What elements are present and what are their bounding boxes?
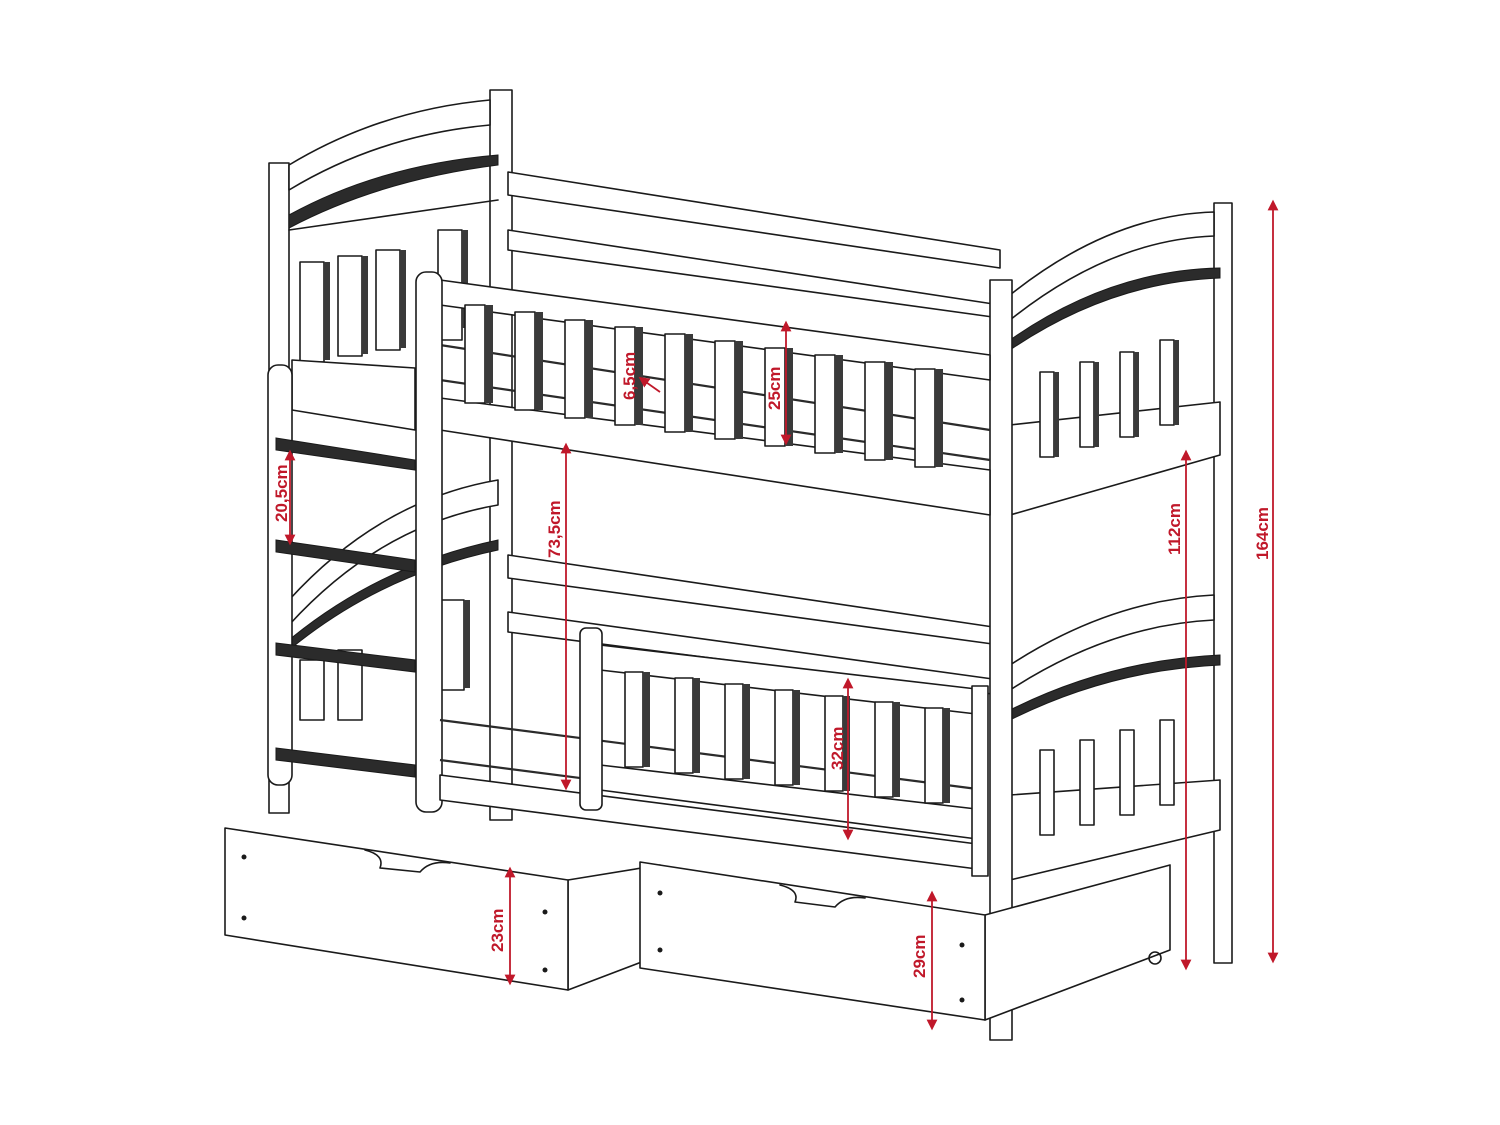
drawer-left — [224, 827, 661, 991]
drawer-right — [639, 861, 1171, 1021]
dimension-25: 25cm — [765, 320, 792, 446]
label-164: 164cm — [1253, 507, 1272, 560]
dimension-73-5: 73,5cm — [545, 442, 572, 791]
lower-bed — [439, 627, 989, 877]
dimension-29: 29cm — [910, 890, 938, 1031]
dimension-164: 164cm — [1253, 199, 1279, 964]
label-32: 32cm — [828, 727, 847, 770]
label-20-5: 20,5cm — [272, 464, 291, 522]
label-23: 23cm — [488, 909, 507, 952]
dimension-32: 32cm — [828, 677, 854, 841]
back-rails — [507, 171, 1001, 696]
right-footboard — [989, 202, 1233, 1041]
label-29: 29cm — [910, 935, 929, 978]
label-25: 25cm — [765, 367, 784, 410]
back-left-headboard — [268, 89, 513, 821]
dimension-23: 23cm — [488, 866, 516, 986]
upper-rail-slats — [464, 304, 943, 468]
dimension-20-5: 20,5cm — [272, 449, 296, 546]
dimension-6-5: 6,5cm — [620, 352, 661, 400]
label-73-5: 73,5cm — [545, 500, 564, 558]
upper-bed — [291, 271, 991, 813]
lower-rail-slats — [624, 671, 950, 804]
label-6-5: 6,5cm — [620, 352, 639, 400]
dimension-112: 112cm — [1165, 449, 1192, 971]
label-112: 112cm — [1165, 503, 1184, 555]
